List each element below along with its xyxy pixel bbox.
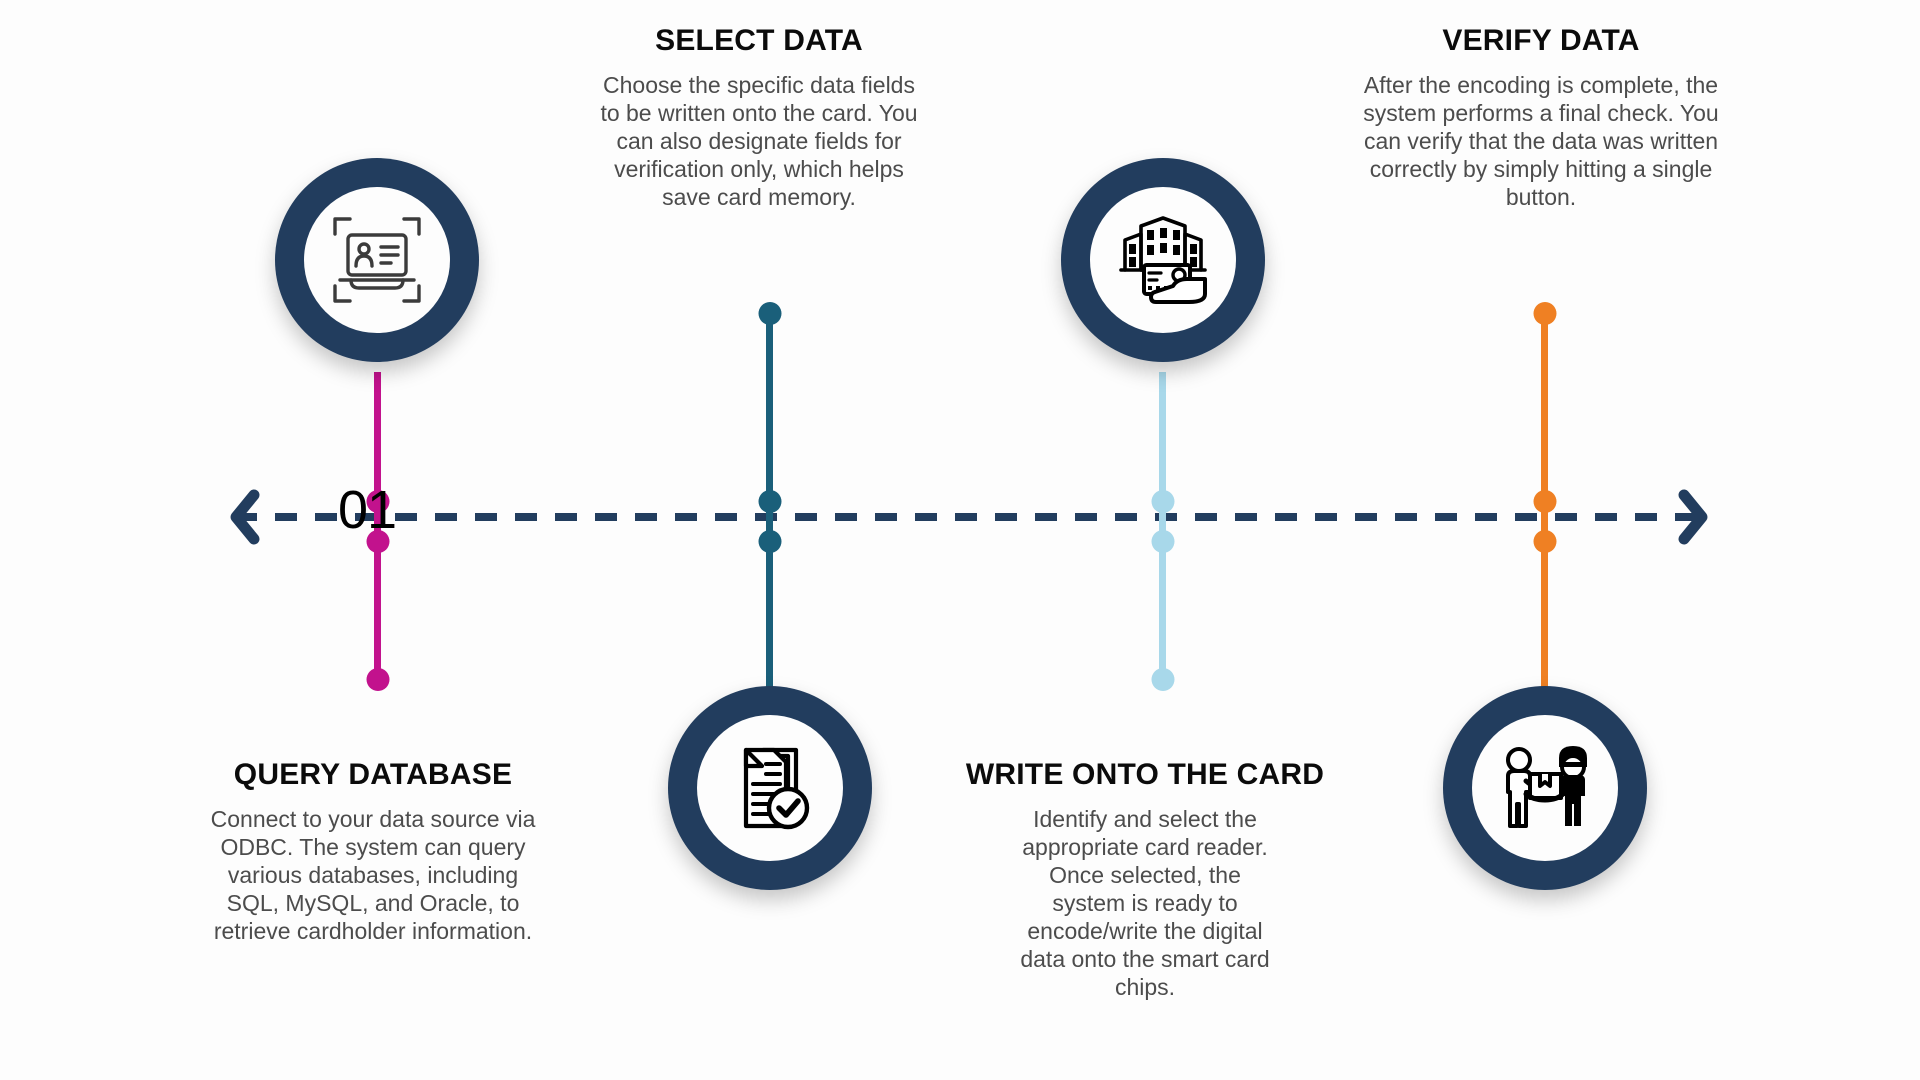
step-title: QUERY DATABASE <box>233 758 513 791</box>
id-card-scan-icon <box>333 217 421 303</box>
step-title: WRITE ONTO THE CARD <box>965 758 1325 791</box>
arrow-right-icon <box>1676 487 1710 547</box>
step-text-write-onto-the-card: WRITE ONTO THE CARD Identify and select … <box>940 758 1350 1001</box>
step-icon-circle-verify-data[interactable] <box>1443 686 1647 890</box>
step-description: Connect to your data source via ODBC. Th… <box>210 806 536 945</box>
connector-dot-axis-upper <box>1533 490 1556 513</box>
building-card-hand-icon <box>1119 216 1207 304</box>
connector-dot-end <box>366 668 389 691</box>
connector-select-data <box>758 302 781 698</box>
step-number-label: 01 <box>338 480 397 540</box>
connector-dot-start <box>758 302 781 325</box>
step-icon-circle-write-onto-the-card[interactable] <box>1061 158 1265 362</box>
step-title: VERIFY DATA <box>1442 24 1640 57</box>
step-text-verify-data: VERIFY DATA After the encoding is comple… <box>1352 24 1730 211</box>
package-handoff-icon <box>1506 746 1587 828</box>
connector-query-database <box>366 372 389 691</box>
step-text-query-database: QUERY DATABASE Connect to your data sour… <box>208 758 538 945</box>
connector-dot-start <box>1533 302 1556 325</box>
step-text-select-data: SELECT DATA Choose the specific data fie… <box>600 24 918 211</box>
connector-dot-axis-lower <box>366 530 389 553</box>
connector-dot-axis-lower <box>1151 530 1174 553</box>
icon-inner-disc <box>304 187 450 333</box>
documents-check-icon <box>743 747 810 830</box>
connector-write-onto-the-card <box>1151 372 1174 691</box>
step-title: SELECT DATA <box>655 24 863 57</box>
icon-inner-disc <box>697 715 843 861</box>
connector-dot-axis-upper <box>366 490 389 513</box>
timeline-axis <box>235 513 1695 521</box>
connector-dot-end <box>1151 668 1174 691</box>
connector-dot-axis-upper <box>758 490 781 513</box>
step-icon-circle-query-database[interactable] <box>275 158 479 362</box>
step-description: Choose the specific data fields to be wr… <box>600 72 918 211</box>
connector-dot-axis-upper <box>1151 490 1174 513</box>
icon-inner-disc <box>1472 715 1618 861</box>
step-description: After the encoding is complete, the syst… <box>1363 72 1719 211</box>
connector-dot-axis-lower <box>1533 530 1556 553</box>
icon-inner-disc <box>1090 187 1236 333</box>
connector-dot-axis-lower <box>758 530 781 553</box>
connector-verify-data <box>1533 302 1556 698</box>
step-description: Identify and select the appropriate card… <box>1020 806 1270 1001</box>
step-icon-circle-select-data[interactable] <box>668 686 872 890</box>
arrow-left-icon <box>228 487 262 547</box>
